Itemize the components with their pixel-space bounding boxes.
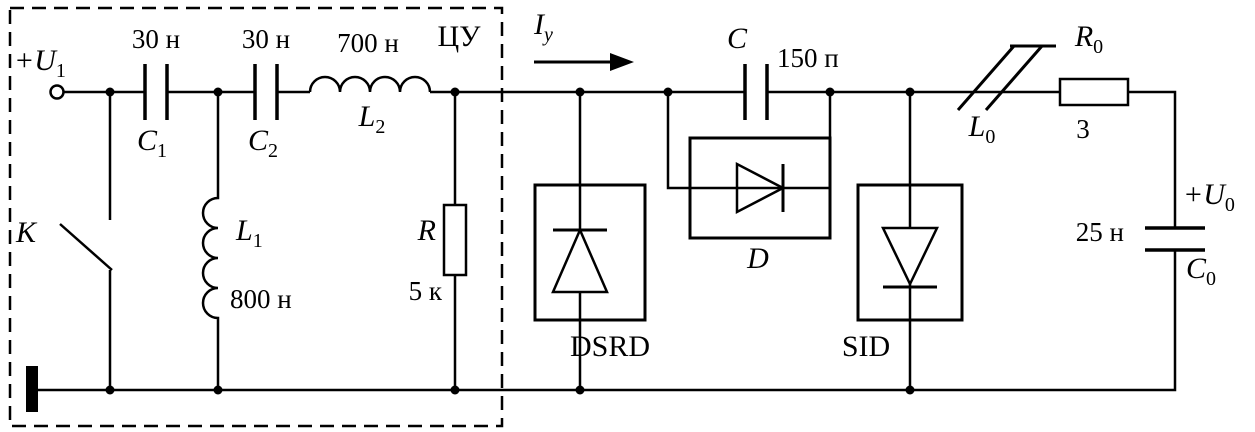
junction-dot	[450, 385, 460, 395]
input-terminal	[49, 84, 65, 100]
capacitor-c0-plates	[1145, 226, 1205, 252]
control-unit-dashed-border	[8, 6, 504, 428]
resistor-r-body	[442, 203, 468, 277]
capacitor-c-value: 150 п	[777, 43, 839, 73]
junction-dot	[450, 87, 460, 97]
diode-d-triangle	[735, 161, 786, 215]
switch-k-label: K	[15, 216, 38, 249]
inductor-l0-label: L0	[968, 110, 996, 148]
saturable-inductor-l0-symbol	[956, 44, 1056, 111]
junction-dot	[213, 87, 223, 97]
capacitor-c1-plates	[143, 64, 169, 120]
dsrd-label: DSRD	[570, 330, 650, 363]
diode-d-box	[688, 136, 832, 240]
diode-d-device	[688, 136, 832, 240]
switch-blade	[59, 223, 113, 271]
labels: +U1 30 н C1 30 н C2 700 н L2 K L1 800 н …	[14, 8, 1235, 363]
capacitor-c2-value: 30 н	[242, 24, 290, 54]
resistor-r0-label: R0	[1074, 20, 1103, 58]
junction-dot	[905, 87, 915, 97]
junction-dot	[905, 385, 915, 395]
current-iy-label: Iу	[533, 8, 553, 46]
junction-dot	[575, 385, 585, 395]
inductor-l1-label: L1	[235, 214, 263, 252]
wires	[38, 75, 1177, 392]
current-arrow	[534, 53, 634, 71]
inductor-l1-branch	[201, 92, 220, 390]
junction-dot	[825, 87, 835, 97]
capacitor-c0-label: C0	[1186, 252, 1216, 290]
junction-dot	[213, 385, 223, 395]
capacitor-c-plates	[743, 64, 769, 120]
resistor-r-label: R	[417, 214, 436, 247]
inductor-l2-label: L2	[358, 100, 386, 138]
capacitor-c2-label: C2	[248, 124, 278, 162]
dsrd-diode-triangle	[551, 226, 609, 294]
sid-diode-triangle	[881, 226, 939, 287]
inductor-l2-coil	[308, 75, 432, 93]
ground-bar	[26, 366, 38, 412]
dsrd-box	[533, 183, 647, 322]
output-u0-label: +U0	[1183, 178, 1235, 216]
capacitor-plates	[143, 64, 1205, 252]
resistor-r0-body	[1058, 77, 1130, 107]
inductor-l2-value: 700 н	[337, 28, 399, 58]
diode-d-label: D	[746, 242, 769, 275]
capacitor-c0-value: 25 н	[1076, 217, 1124, 247]
dsrd-device	[533, 183, 647, 322]
junction-dot	[575, 87, 585, 97]
junction-dot	[663, 87, 673, 97]
junction-dot	[105, 87, 115, 97]
capacitor-c1-label: C1	[137, 124, 167, 162]
junction-dot	[105, 385, 115, 395]
sid-label: SID	[842, 330, 890, 363]
supply-u1-label: +U1	[14, 44, 66, 82]
inductor-l1-value: 800 н	[230, 284, 292, 314]
resistor-r0-value: 3	[1076, 114, 1090, 144]
capacitor-c1-value: 30 н	[132, 24, 180, 54]
capacitor-c2-plates	[253, 64, 279, 120]
sid-box	[856, 183, 964, 322]
sid-device	[856, 183, 964, 322]
control-unit-label: ЦУ	[438, 20, 482, 53]
current-arrow-head	[610, 53, 634, 71]
capacitor-c-label: C	[727, 22, 748, 55]
resistor-r-value: 5 к	[409, 276, 443, 306]
junction-dots	[105, 87, 915, 395]
